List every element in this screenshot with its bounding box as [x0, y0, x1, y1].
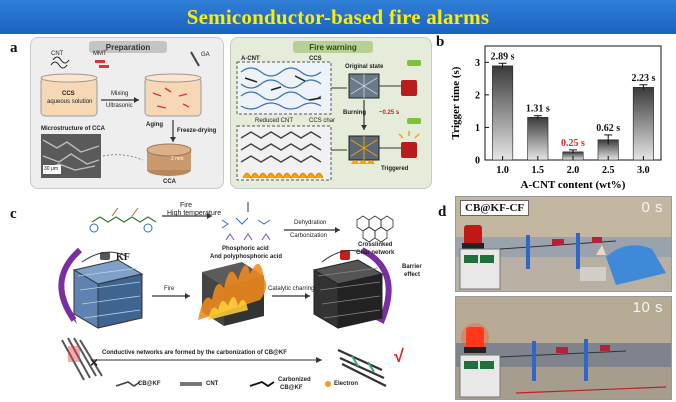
fire-warning-header: Fire warning [293, 41, 373, 53]
fire-warning-illustration [236, 60, 421, 181]
freeze-drying-label: Freeze-drying [177, 128, 217, 134]
cnt-label: CNT [51, 51, 64, 57]
panel-a-letter: a [10, 40, 18, 56]
x-axis-label: A-CNT content (wt%) [521, 179, 626, 191]
cross-mark: × [90, 354, 99, 370]
x-tick-label: 1.5 [532, 165, 545, 176]
x-tick-label: 3.0 [637, 165, 650, 176]
catalytic-label: Catalytic charring [268, 286, 315, 292]
trigger-time-label: ~0.25 s [379, 110, 400, 116]
effect-label: effect [404, 272, 421, 278]
char-network-label: Char network [356, 250, 395, 256]
sample-label: CB@KF-CF [460, 200, 530, 216]
preparation-illustration [40, 51, 202, 178]
ccs-char-label: CCS char [309, 118, 336, 124]
y-tick-label: 1 [475, 123, 480, 134]
trigger-time-chart: 2.89 s 1.31 s 0.25 s 0.62 s 2.23 s 0 1 2 3 1.0 1.… [450, 45, 662, 191]
ccs-label: CCS [62, 91, 75, 97]
bar [527, 117, 549, 161]
ccs-fire-label: CCS [309, 56, 322, 62]
preparation-box: Preparation CNT MMT GA CCS aqueous [30, 37, 224, 189]
reduced-cnt-label: Reduced CNT [255, 118, 294, 124]
fire-top-label: Fire [180, 202, 193, 209]
triggered-label: Triggered [381, 166, 409, 172]
carbonization-label: Carbonization [290, 233, 328, 239]
preparation-header: Preparation [89, 41, 167, 53]
bar [492, 65, 514, 161]
fire-mid-label: Fire [164, 286, 175, 292]
cca-label: CCA [163, 179, 176, 185]
legend-carbonized-cbkf: CB@KF [280, 385, 303, 391]
ga-label: GA [201, 52, 210, 58]
time-label-0s: 0 s [641, 199, 663, 216]
banner-title: Semiconductor-based fire alarms [186, 4, 490, 29]
conductive-label: Conductive networks are formed by the ca… [102, 350, 287, 356]
mechanism-illustration [58, 202, 394, 388]
phosphoric-label: Phosphoric acid [222, 246, 269, 252]
mixing-label: Mixing [111, 91, 129, 97]
crosslinked-label: Crosslinked [358, 242, 393, 248]
legend-cnt: CNT [206, 381, 219, 387]
ticks: 0 1 2 3 1.0 1.5 2.0 2.5 3.0 [475, 58, 650, 176]
y-tick-label: 0 [475, 156, 480, 167]
y-axis-label: Trigger time (s) [450, 66, 462, 139]
bar [632, 87, 654, 161]
ultrasonic-label: Ultrasonic [106, 103, 133, 109]
scale-30um-label: 30 μm [44, 166, 58, 172]
time-label-10s: 10 s [632, 299, 663, 316]
data-label: 2.23 s [631, 73, 655, 84]
barrier-label: Barrier [402, 264, 422, 270]
kf-label: KF [116, 252, 130, 263]
a-cnt-label: A-CNT [241, 56, 260, 62]
high-temp-label: High temperature [167, 210, 222, 217]
y-tick-label: 3 [475, 58, 480, 69]
panel-d-letter: d [438, 204, 447, 220]
photo-triggered-scene [456, 297, 671, 399]
x-tick-label: 1.0 [496, 165, 509, 176]
mmt-label: MMT [93, 51, 107, 57]
mechanism-diagram: KF Fire High temperature Phosphoric acid… [22, 200, 442, 400]
title-banner: Semiconductor-based fire alarms [0, 0, 676, 34]
dehydration-label: Dehydration [294, 220, 327, 226]
data-label: 0.62 s [596, 123, 620, 134]
original-state-label: Original state [345, 64, 384, 70]
y-tick-label: 2 [475, 90, 480, 101]
data-label: 0.25 s [561, 138, 585, 149]
x-tick-label: 2.5 [602, 165, 615, 176]
x-tick-label: 2.0 [567, 165, 580, 176]
polyphosphoric-label: And polyphosphoric acid [210, 254, 283, 260]
legend-electron: Electron [334, 381, 359, 387]
fire-warning-box: Fire warning A-CNT CCS Original state Bu… [230, 37, 432, 189]
aqueous-label: aqueous solution [47, 99, 93, 105]
legend-carbonized: Carbonized [278, 377, 311, 383]
aging-label: Aging [146, 122, 163, 128]
microstructure-label: Microstructure of CCA [41, 126, 106, 132]
data-label: 1.31 s [526, 104, 550, 115]
photo-triggered-state: 10 s [455, 296, 672, 400]
check-mark: √ [394, 346, 404, 366]
legend-cbkf: CB@KF [138, 381, 161, 387]
burning-label: Burning [343, 110, 366, 116]
bars: 2.89 s 1.31 s 0.25 s 0.62 s 2.23 s [491, 51, 655, 161]
panel-c-letter: c [10, 206, 17, 222]
photo-initial-state: CB@KF-CF 0 s [455, 196, 672, 292]
scale-2mm-label: 2 mm [171, 156, 184, 162]
data-label: 2.89 s [491, 51, 515, 62]
panel-b-letter: b [436, 34, 445, 50]
